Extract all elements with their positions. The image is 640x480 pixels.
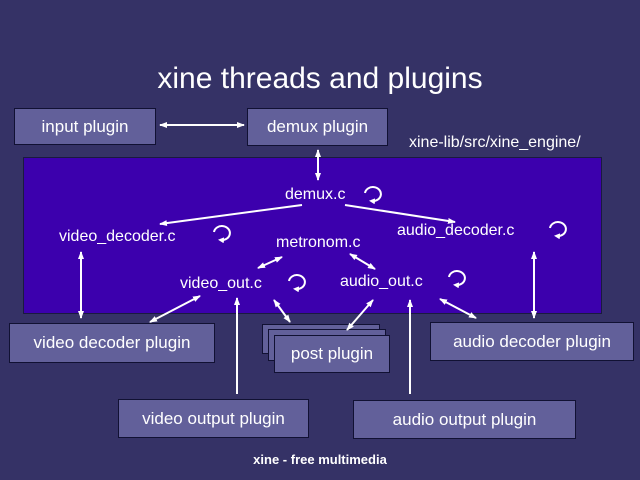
input-plugin-box: input plugin <box>14 108 156 145</box>
arrow-audio-out-adp <box>439 298 477 319</box>
loop-icon-audio-decoder <box>549 221 567 240</box>
arrow-demux-video-decoder <box>159 204 303 227</box>
video-output-plugin-label: video output plugin <box>142 408 285 428</box>
audio-decoder-plugin-box: audio decoder plugin <box>430 322 634 361</box>
metronom-c-label: metronom.c <box>276 234 361 251</box>
demux-plugin-box: demux plugin <box>247 108 388 146</box>
video-decoder-c-label: video_decoder.c <box>59 228 176 245</box>
arrow-demux-audio-decoder <box>344 204 456 224</box>
loop-icon-video-out <box>288 274 306 293</box>
input-plugin-label: input plugin <box>41 116 129 136</box>
video-decoder-plugin-box: video decoder plugin <box>9 323 215 363</box>
video-output-plugin-box: video output plugin <box>118 399 309 438</box>
arrow-audio-out-post <box>346 299 374 331</box>
audio-output-plugin-box: audio output plugin <box>353 400 576 439</box>
video-out-c-label: video_out.c <box>180 275 262 292</box>
footer-caption: xine - free multimedia <box>253 452 387 467</box>
post-plugin-box: post plugin <box>274 335 390 373</box>
demux-c-label: demux.c <box>285 186 346 203</box>
arrow-video-out-vdp <box>149 295 201 323</box>
loop-icon-demux <box>364 186 382 205</box>
xine-engine-area <box>23 157 602 314</box>
audio-decoder-plugin-label: audio decoder plugin <box>453 331 611 351</box>
audio-decoder-c-label: audio_decoder.c <box>397 222 515 239</box>
arrow-metronom-video-out <box>257 256 283 269</box>
audio-out-c-label: audio_out.c <box>340 273 423 290</box>
loop-icon-audio-out <box>448 270 466 289</box>
audio-output-plugin-label: audio output plugin <box>392 409 537 429</box>
demux-plugin-label: demux plugin <box>266 117 369 136</box>
arrow-video-out-post <box>273 299 291 323</box>
post-plugin-label: post plugin <box>290 344 374 363</box>
diagram-title: xine threads and plugins <box>157 62 483 95</box>
engine-path-label: xine-lib/src/xine_engine/ <box>409 134 581 151</box>
loop-icon-video-decoder <box>213 225 231 244</box>
video-decoder-plugin-label: video decoder plugin <box>33 333 191 352</box>
arrow-metronom-audio-out <box>349 253 376 270</box>
